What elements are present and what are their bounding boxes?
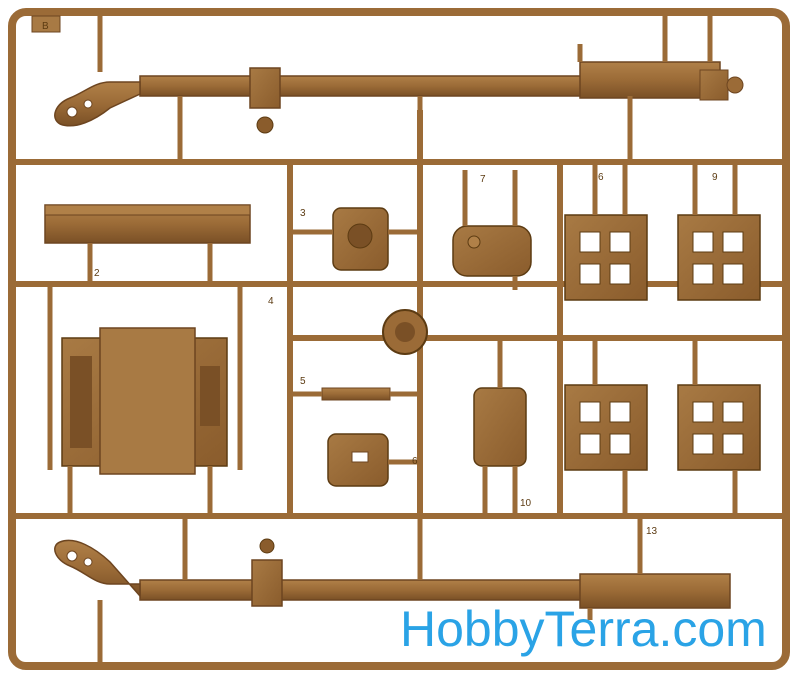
part-7-fuel-tank xyxy=(452,170,532,290)
frame-letter: B xyxy=(42,21,49,32)
part-bracket-lower-left xyxy=(564,340,648,516)
frame-letter-tab xyxy=(31,15,61,33)
part-number-10: 10 xyxy=(520,498,532,509)
runner-hub-center xyxy=(395,322,415,342)
part-number-6: 6 xyxy=(412,456,418,467)
chassis-rail-top xyxy=(54,61,744,134)
chassis-rail-bottom xyxy=(54,538,731,609)
part-6-seat-back xyxy=(327,433,420,487)
part-5-axle-rod xyxy=(290,387,420,401)
part-4-cab-box xyxy=(47,284,243,516)
part-9-bracket-upper xyxy=(677,165,761,301)
part-3-engine-block xyxy=(290,207,420,271)
outer-runner xyxy=(8,8,790,670)
watermark: HobbyTerra.com xyxy=(400,601,767,657)
part-number-3: 3 xyxy=(300,208,306,219)
part-number-2: 2 xyxy=(94,268,100,279)
rail-top-gates xyxy=(97,14,713,160)
part-number-9: 9 xyxy=(712,172,718,183)
part-bracket-lower-right xyxy=(677,340,761,516)
rail-bottom-gates xyxy=(97,516,643,664)
part-2-running-board xyxy=(44,204,251,284)
part-number-4: 4 xyxy=(268,296,274,307)
part-number-8: 6 xyxy=(598,172,604,183)
part-number-7: 7 xyxy=(480,174,486,185)
horizontal-runners xyxy=(14,159,784,519)
part-8-bracket-upper xyxy=(564,165,648,301)
part-number-13: 13 xyxy=(646,526,658,537)
vertical-runners xyxy=(287,110,563,516)
part-10-seat-cushion xyxy=(473,340,527,516)
part-number-5: 5 xyxy=(300,376,306,387)
